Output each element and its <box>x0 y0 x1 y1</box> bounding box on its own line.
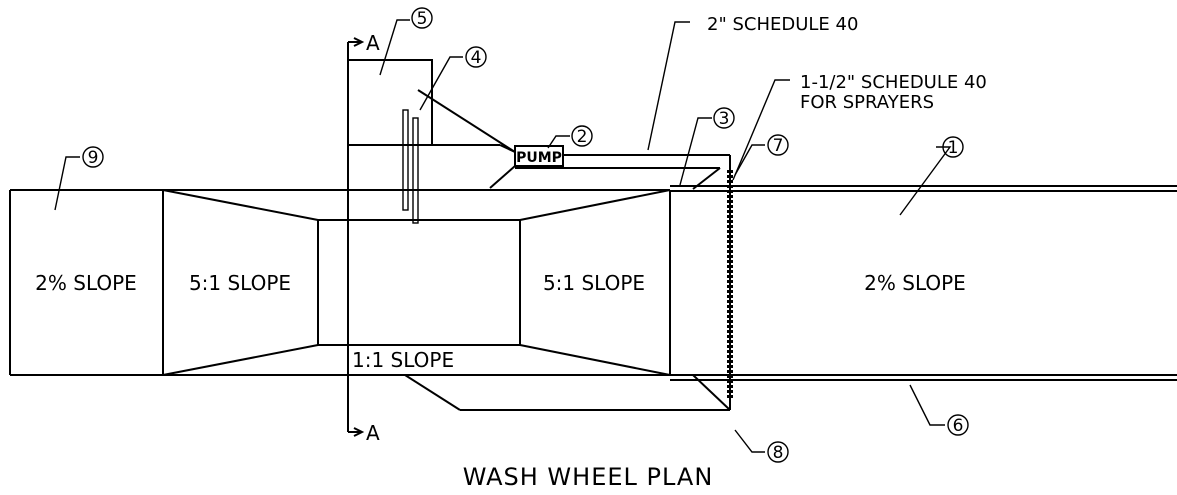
svg-text:7: 7 <box>773 136 784 156</box>
callout-2: 2 <box>571 125 593 147</box>
section-label-bottom: A <box>366 421 380 445</box>
callout-1: 1 <box>942 136 964 158</box>
svg-text:2: 2 <box>577 127 588 147</box>
pump: PUMP <box>514 145 564 167</box>
zone-labels: 2% SLOPE 5:1 SLOPE 5:1 SLOPE 2% SLOPE 1:… <box>35 271 966 372</box>
note-pipe-spray-2: FOR SPRAYERS <box>800 92 934 113</box>
callout-3: 3 <box>713 107 735 129</box>
callout-circles: 1 2 3 4 5 6 7 8 9 <box>82 7 969 463</box>
section-line-a: A A <box>347 31 380 445</box>
callout-5: 5 <box>411 7 433 29</box>
svg-text:5: 5 <box>417 9 428 29</box>
section-label-top: A <box>366 31 380 55</box>
svg-text:6: 6 <box>953 416 964 436</box>
control-house <box>347 59 516 224</box>
callout-leaders <box>54 19 952 453</box>
outline <box>9 185 1177 381</box>
callout-9: 9 <box>82 146 104 168</box>
note-pipe-spray-1: 1-1/2" SCHEDULE 40 <box>800 72 987 93</box>
zone-right-flat: 2% SLOPE <box>864 271 966 295</box>
callout-4: 4 <box>465 46 487 68</box>
pipe-notes: 2" SCHEDULE 40 1-1/2" SCHEDULE 40 FOR SP… <box>647 14 987 181</box>
zone-left-ramp: 5:1 SLOPE <box>189 271 291 295</box>
piping <box>404 154 733 411</box>
pump-label: PUMP <box>516 150 562 166</box>
callout-7: 7 <box>767 134 789 156</box>
zone-side-slope: 1:1 SLOPE <box>352 348 454 372</box>
note-pipe-main: 2" SCHEDULE 40 <box>707 14 858 35</box>
svg-text:8: 8 <box>773 443 784 463</box>
svg-text:9: 9 <box>88 148 99 168</box>
callout-6: 6 <box>947 414 969 436</box>
svg-text:3: 3 <box>719 109 730 129</box>
drawing-title: WASH WHEEL PLAN <box>463 463 714 491</box>
callout-8: 8 <box>767 441 789 463</box>
zone-left-flat: 2% SLOPE <box>35 271 137 295</box>
svg-text:4: 4 <box>471 48 482 68</box>
zone-right-ramp: 5:1 SLOPE <box>543 271 645 295</box>
svg-text:1: 1 <box>948 138 959 158</box>
